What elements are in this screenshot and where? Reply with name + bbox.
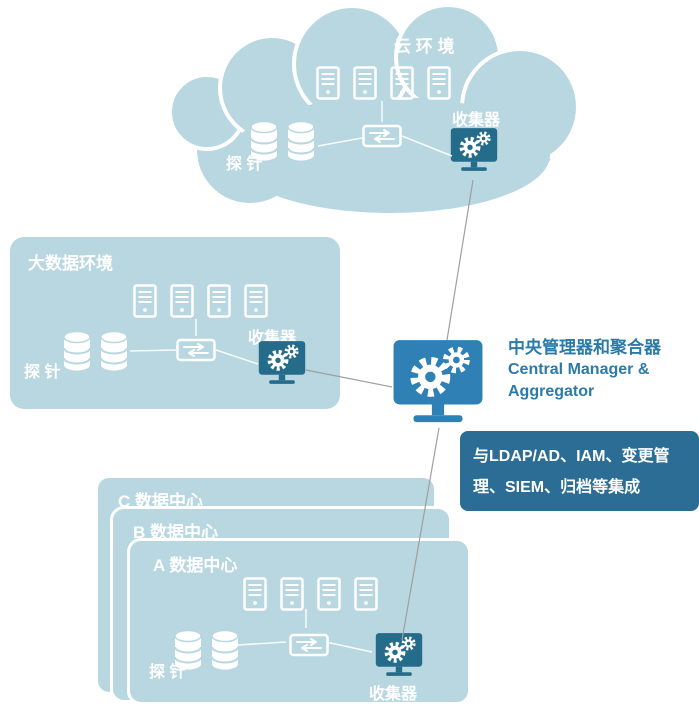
probe-label: 探 针 — [149, 664, 186, 681]
database-icon — [286, 120, 316, 162]
integration-line2: 理、SIEM、归档等集成 — [473, 479, 641, 496]
database-icon — [62, 330, 92, 372]
database-icon — [99, 330, 129, 372]
collector-label: 收集器 — [369, 686, 418, 703]
collector-monitor-icon — [258, 341, 306, 386]
server-icon — [390, 66, 414, 100]
database-icon — [210, 629, 240, 671]
integration-note: 与LDAP/AD、IAM、变更管 理、SIEM、归档等集成 — [460, 431, 699, 511]
datacenter-title-a: A 数据中心 — [153, 556, 238, 575]
central-manager-title: 中央管理器和聚合器 Central Manager & Aggregator — [508, 337, 661, 403]
server-icon — [207, 284, 231, 318]
bigdata-box: 大数据环境 探 针 收集器 — [10, 237, 340, 409]
server-icon — [316, 66, 340, 100]
datacenter-box-a: A 数据中心 探 针 收集器 — [127, 538, 471, 705]
collector-monitor-icon — [375, 633, 423, 678]
collector-label: 收集器 — [452, 112, 501, 129]
server-icon — [170, 284, 194, 318]
cloud-title: 云 环 境 — [394, 37, 455, 56]
connector-line — [446, 179, 474, 341]
switch-icon — [362, 122, 402, 150]
server-icon — [427, 66, 451, 100]
server-icon — [354, 577, 378, 611]
server-icon — [243, 577, 267, 611]
server-icon — [280, 577, 304, 611]
server-icon — [133, 284, 157, 318]
datacenter-title-b: B 数据中心 — [133, 523, 218, 542]
server-icon — [353, 66, 377, 100]
probe-label: 探 针 — [24, 364, 61, 381]
server-icon — [244, 284, 268, 318]
switch-icon — [289, 631, 329, 659]
bigdata-title: 大数据环境 — [28, 254, 113, 273]
probe-label: 探 针 — [226, 156, 263, 173]
switch-icon — [176, 336, 216, 364]
central-manager-title-en1: Central Manager & — [508, 361, 650, 378]
central-manager-title-en2: Aggregator — [508, 383, 595, 400]
central-manager-icon — [392, 340, 484, 426]
integration-line1: 与LDAP/AD、IAM、变更管 — [473, 448, 670, 465]
central-manager-title-zh: 中央管理器和聚合器 — [508, 338, 661, 357]
collector-monitor-icon — [450, 128, 498, 173]
server-icon — [317, 577, 341, 611]
